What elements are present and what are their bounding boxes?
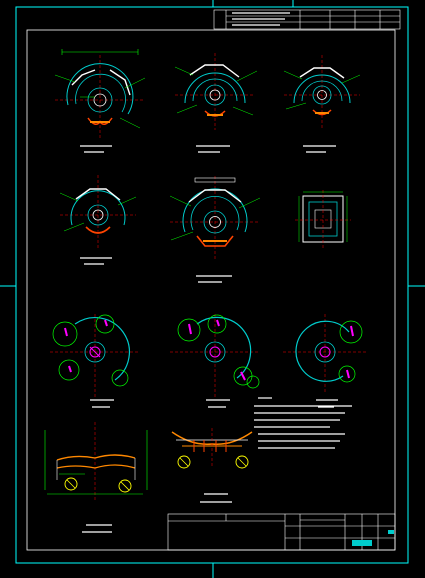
section-view-1 bbox=[50, 314, 140, 397]
plan-view-3 bbox=[283, 55, 361, 130]
plan-view-2 bbox=[174, 53, 258, 130]
top-title-strip bbox=[213, 9, 401, 30]
caption-bars bbox=[80, 145, 338, 533]
notes-block bbox=[254, 397, 352, 449]
title-block bbox=[167, 513, 396, 551]
section-view-2 bbox=[170, 314, 260, 397]
plan-view-4 bbox=[59, 175, 137, 250]
plan-view-1 bbox=[54, 49, 146, 140]
detail-plan-box bbox=[295, 190, 351, 248]
elevation-view-1 bbox=[44, 422, 148, 500]
inner-border bbox=[26, 29, 396, 551]
elevation-view-2 bbox=[171, 428, 253, 469]
section-view-3 bbox=[283, 314, 367, 392]
plan-view-5 bbox=[169, 176, 261, 260]
